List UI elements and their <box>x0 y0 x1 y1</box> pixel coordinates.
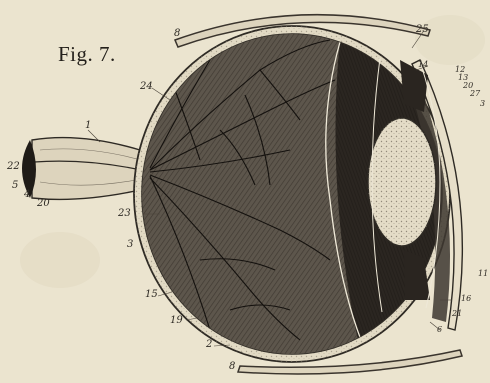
label-24: 24 <box>140 82 153 92</box>
label-27: 27 <box>470 90 480 98</box>
label-8-bottom: 8 <box>229 362 235 372</box>
label-25: 25 <box>416 25 429 35</box>
label-23: 23 <box>118 209 131 219</box>
optic-nerve <box>22 138 150 200</box>
label-15: 15 <box>145 290 158 300</box>
label-6: 6 <box>437 326 442 334</box>
label-14: 14 <box>418 61 428 69</box>
label-16: 16 <box>461 295 471 303</box>
label-3-right: 3 <box>480 100 485 108</box>
label-8-top: 8 <box>174 29 180 39</box>
label-3: 3 <box>127 240 133 250</box>
label-20-left: 20 <box>37 199 50 209</box>
label-21: 21 <box>452 310 462 318</box>
label-22: 22 <box>7 162 20 172</box>
label-19: 19 <box>170 316 183 326</box>
figure-title: Fig. 7. <box>58 42 116 67</box>
label-11: 11 <box>478 270 488 278</box>
label-4: 4 <box>24 190 30 200</box>
label-5: 5 <box>12 181 18 191</box>
label-1: 1 <box>85 121 91 131</box>
label-2: 2 <box>206 340 212 350</box>
